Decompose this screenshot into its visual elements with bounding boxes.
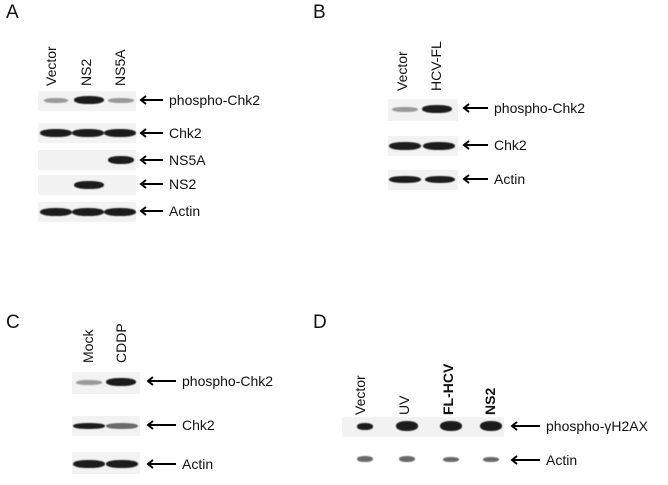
panel-letter-c: C [6,312,20,333]
lane-label-a-vector: Vector [43,46,59,86]
row-label-d-phospho-gh2ax: phospho-γH2AX [510,418,648,434]
arrow-left-icon [146,420,176,430]
band [396,421,418,431]
row-label-b-phospho-chk2: phospho-Chk2 [462,100,585,116]
band [389,176,421,183]
panel-letter-a: A [6,2,19,23]
band [74,181,104,189]
arrow-left-icon [139,179,163,189]
band [104,208,136,216]
row-label-text: NS5A [169,152,206,168]
band [108,156,134,164]
lane-label-a-ns2: NS2 [78,58,94,86]
lane-label-c-mock: Mock [80,329,96,363]
blot-a-ns5a [38,150,136,170]
arrow-left-icon [139,128,163,138]
lane-label-d-fl-hcv: FL-HCV [440,363,456,415]
arrow-left-icon [462,174,488,184]
row-label-text: phospho-γH2AX [546,418,648,434]
row-label-text: Actin [546,452,578,468]
band [106,378,136,386]
row-label-text: phospho-Chk2 [182,373,274,389]
row-label-a-phospho-chk2: phospho-Chk2 [139,92,260,108]
band [44,98,68,103]
row-label-d-actin: Actin [510,452,577,468]
band [40,129,72,137]
lane-label-d-uv: UV [396,395,412,415]
arrow-left-icon [139,155,163,165]
lane-label-a-ns5a: NS5A [112,49,128,86]
row-label-c-actin: Actin [146,456,213,472]
lane-label-d-ns2: NS2 [482,387,498,415]
row-label-b-chk2: Chk2 [462,137,527,153]
arrow-left-icon [462,140,488,150]
band [72,208,104,216]
arrow-left-icon [462,103,488,113]
band [74,96,104,104]
band [357,423,373,430]
row-label-a-ns5a: NS5A [139,152,206,168]
band [399,456,415,462]
row-label-c-chk2: Chk2 [146,417,215,433]
band [422,105,452,113]
row-label-text: phospho-Chk2 [494,100,586,116]
blot-b-actin [388,170,458,190]
row-label-text: Chk2 [494,137,527,153]
row-label-text: Chk2 [182,417,215,433]
band [104,129,136,137]
arrow-left-icon [510,455,540,465]
row-label-text: phospho-Chk2 [169,92,261,108]
band [392,107,418,112]
lane-label-c-cddp: CDDP [113,323,129,363]
row-label-a-ns2: NS2 [139,176,196,192]
panel-letter-d: D [313,312,327,333]
band [425,176,455,183]
lane-label-b-hcv-fl: HCV-FL [428,41,444,91]
band [483,457,499,462]
band [440,421,462,431]
row-label-text: NS2 [169,176,197,192]
panel-letter-b: B [313,2,326,23]
row-label-text: Chk2 [169,125,202,141]
lane-label-b-vector: Vector [394,51,410,91]
row-label-b-actin: Actin [462,171,525,187]
band [443,457,459,462]
arrow-left-icon [139,206,163,216]
row-label-a-actin: Actin [139,203,200,219]
band [357,456,373,462]
band [72,129,104,137]
lane-label-d-vector: Vector [352,375,368,415]
band [106,423,138,429]
band [40,208,72,216]
band [76,380,102,385]
row-label-a-chk2: Chk2 [139,125,202,141]
row-label-text: Actin [169,203,201,219]
blot-d-phospho-gh2ax [342,417,504,437]
row-label-text: Actin [494,171,526,187]
arrow-left-icon [146,459,176,469]
band [389,142,421,150]
band [480,421,502,431]
arrow-left-icon [510,421,540,431]
row-label-c-phospho-chk2: phospho-Chk2 [146,373,273,389]
arrow-left-icon [139,95,163,105]
band [108,98,134,103]
band [106,460,138,468]
band [73,460,105,468]
band [423,142,455,150]
row-label-text: Actin [182,456,214,472]
band [73,423,105,429]
arrow-left-icon [146,376,176,386]
